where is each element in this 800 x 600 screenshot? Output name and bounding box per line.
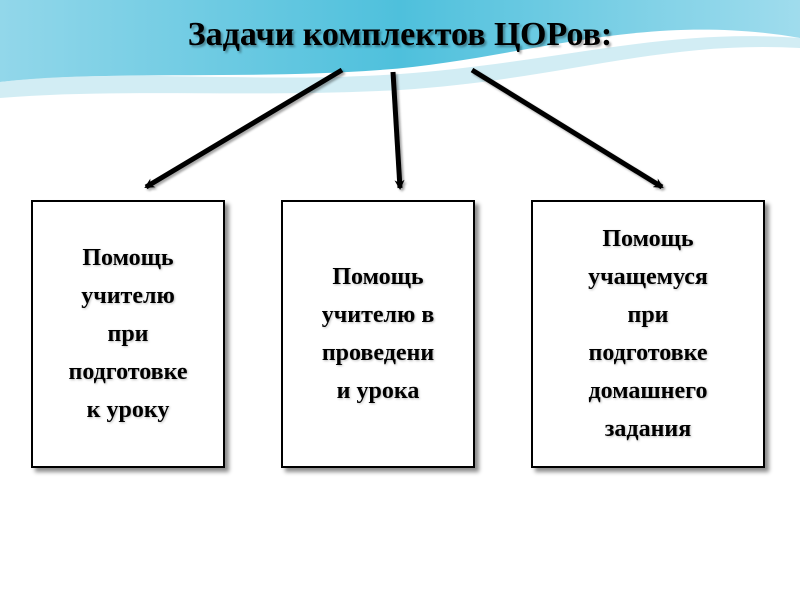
page-title: Задачи комплектов ЦОРов: — [187, 16, 613, 53]
box-line: подготовке — [588, 340, 708, 366]
box-line: и урока — [336, 378, 420, 404]
box-line: проведени — [321, 340, 435, 366]
box-line: подготовке — [68, 359, 188, 385]
header-wave-decoration — [0, 0, 800, 98]
arrow-middle — [390, 71, 405, 190]
box-line: Помощь — [602, 226, 694, 252]
box-line: учителю — [81, 283, 175, 309]
box-line: Помощь — [82, 245, 174, 271]
box-teacher-lesson-conduct: Помощь учителю в проведени и урока — [281, 200, 475, 468]
box-student-homework: Помощь учащемуся при подготовке домашнег… — [531, 200, 765, 468]
arrow-right — [470, 67, 664, 190]
box-line: задания — [604, 416, 692, 442]
box-line: к уроку — [86, 397, 170, 423]
box-line: при — [107, 321, 149, 347]
box-line: домашнего — [588, 378, 708, 404]
box-line: учащемуся — [588, 264, 708, 290]
box-line: учителю в — [321, 302, 435, 328]
box-line: Помощь — [332, 264, 424, 290]
box-teacher-lesson-prep: Помощь учителю при подготовке к уроку — [31, 200, 225, 468]
box-line: при — [627, 302, 669, 328]
arrow-left — [144, 67, 344, 190]
